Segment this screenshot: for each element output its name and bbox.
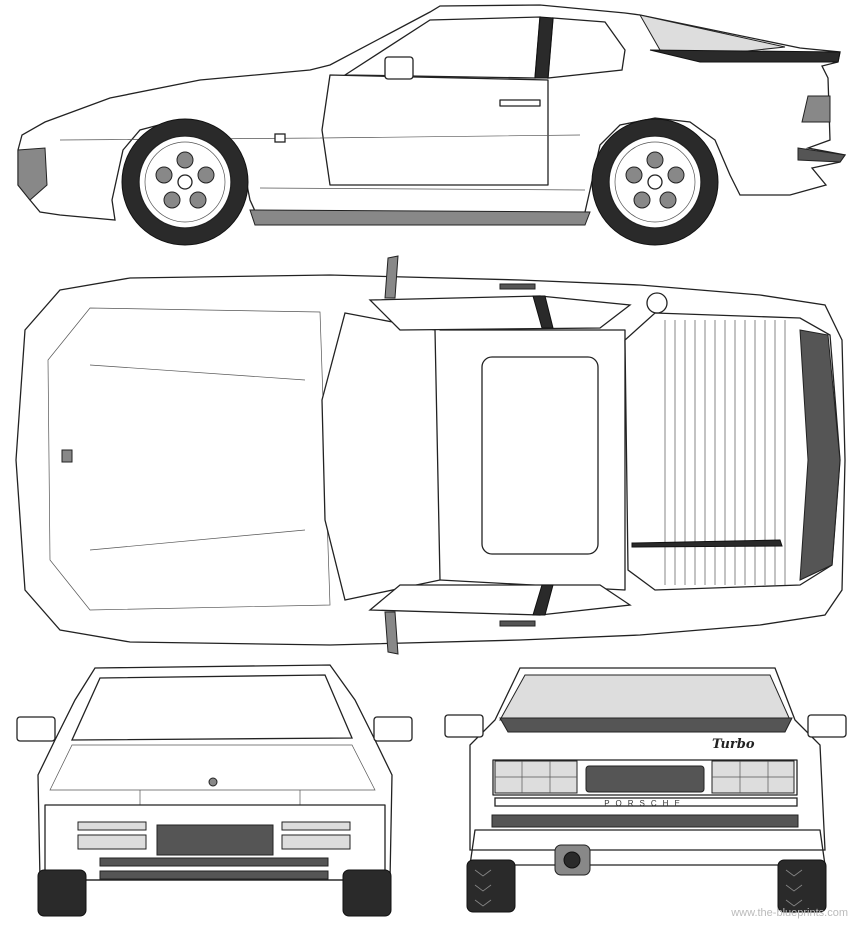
side-marker [274,133,286,143]
front-license-plate [156,824,274,856]
front-fog-right [281,834,351,850]
exhaust-pipe [554,844,591,876]
front-badge [208,777,218,787]
b-pillar-top-right [532,584,554,616]
rear-light-grid [495,761,794,793]
mirror-rear-left [444,714,484,738]
rear-wiper [631,539,783,548]
rear-hatch-top [624,312,841,591]
windshield-top [321,312,441,601]
mirror-top-left [384,255,399,299]
hood-crease [89,364,306,551]
front-grille-left [77,821,147,831]
rear-hatch-shade [799,329,841,581]
mirror [384,56,414,80]
rear-view: Turbo PORSCHE [444,667,847,913]
front-tire-right [342,869,392,917]
b-pillar-top-left [532,295,554,329]
sunroof [481,356,599,555]
mirror-rear-right [807,714,847,738]
mirror-top-right [384,611,399,655]
rear-bumper [491,814,799,828]
rear-wheel [591,118,719,246]
sill [249,209,591,226]
front-windshield [70,674,353,741]
b-pillar [534,16,554,79]
rear-spoiler-lip [499,717,793,733]
rear-tire-left [466,859,516,913]
door-handle-top-left [499,283,536,290]
rear-defroster-lines [664,320,786,585]
door-handle [499,99,541,107]
front-tire-left [37,869,87,917]
rear-reflector-strip [494,797,798,807]
front-wheel [121,118,249,246]
top-view [15,255,846,655]
hood-outline [47,307,331,611]
rear-license-plate [585,765,705,793]
side-body-outline [17,4,847,223]
side-view [17,4,847,246]
side-window-top-right [368,584,632,616]
fuel-cap [646,292,668,314]
rear-light [801,95,831,123]
tire-tread [474,869,803,907]
mirror-front-left [16,716,56,742]
rear-light-panel [492,759,798,796]
watermark: www.the-blueprints.com [730,907,848,919]
rear-spoiler [649,49,841,63]
door-outline [321,74,549,186]
turbo-badge: Turbo [712,737,755,752]
hood-badge [61,449,73,463]
front-fog-left [77,834,147,850]
front-bumper [17,147,48,201]
mirror-front-right [373,716,413,742]
rear-bumper [797,147,846,163]
front-view [16,664,413,917]
front-hood-lines [49,744,376,805]
front-intake-lower [99,870,329,880]
door-handle-top-right [499,620,536,627]
side-window-top-left [368,295,632,331]
porsche-lettering: PORSCHE [604,799,686,808]
front-grille-right [281,821,351,831]
rear-hatch-window [499,674,791,721]
rear-tire-right [777,859,827,913]
front-intake-upper [99,857,329,867]
